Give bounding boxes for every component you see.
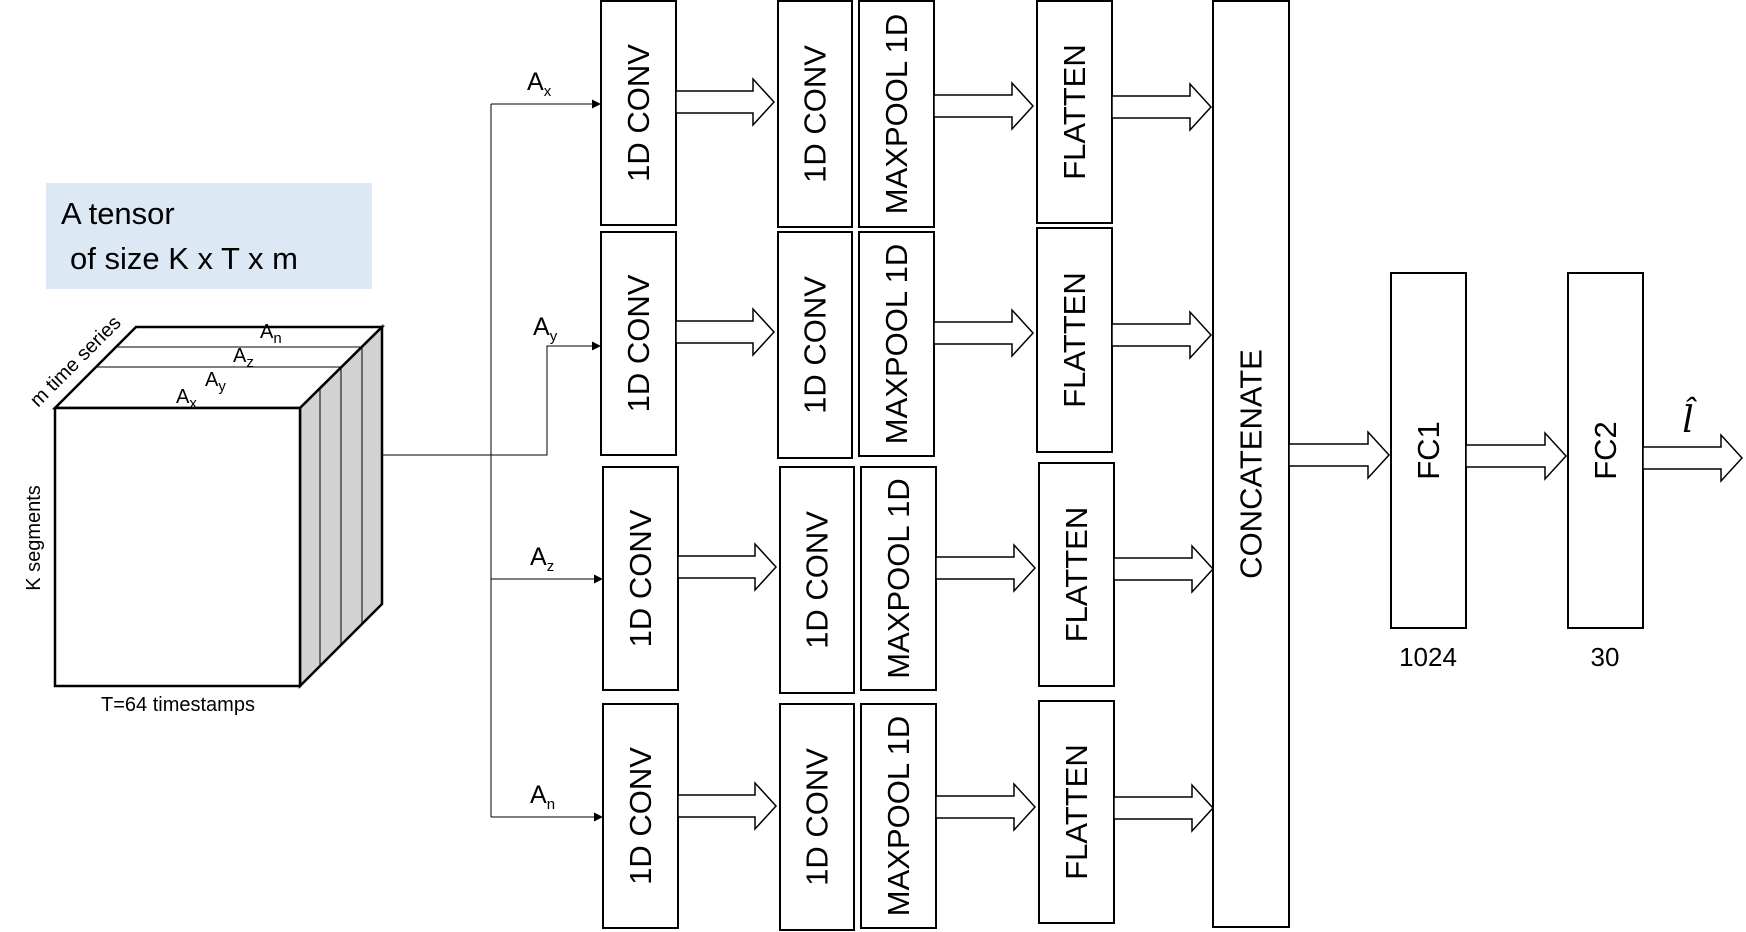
- block-arrow: [1113, 544, 1215, 594]
- branch-ax: [600, 0, 1113, 228]
- connector-ay: [491, 341, 601, 456]
- maxpool-box: [860, 703, 937, 929]
- branch-an: [602, 700, 1115, 931]
- conv2-label: 1D CONV: [798, 276, 833, 414]
- tensor-title-line1: A tensor: [61, 196, 175, 231]
- conv1-label: 1D CONV: [623, 747, 658, 885]
- maxpool-label: MAXPOOL 1D: [881, 716, 916, 916]
- concatenate-label: CONCATENATE: [1234, 349, 1269, 579]
- fc2-box: [1567, 272, 1644, 629]
- conv1-box: [602, 466, 679, 691]
- fc2-label: FC2: [1588, 421, 1623, 480]
- slice-label-az: Az: [233, 345, 254, 371]
- flatten-box: [1036, 0, 1113, 224]
- fc2-size: 30: [1591, 642, 1620, 672]
- block-arrow: [1111, 82, 1213, 132]
- fc1-label: FC1: [1411, 421, 1446, 480]
- branch-input-label-ax: Ax: [527, 68, 552, 100]
- conv2-box: [779, 466, 855, 694]
- maxpool-label: MAXPOOL 1D: [881, 478, 916, 678]
- conv1-label: 1D CONV: [621, 44, 656, 182]
- tensor-title-box: [46, 183, 372, 289]
- flatten-box: [1038, 462, 1115, 687]
- flatten-label: FLATTEN: [1059, 744, 1094, 880]
- tensor-cube: [51, 324, 386, 690]
- block-arrow: [675, 307, 776, 357]
- maxpool-box: [860, 466, 937, 691]
- tensor-title-line2: of size K x T x m: [70, 241, 298, 276]
- block-arrow: [675, 77, 776, 127]
- block-arrow: [935, 782, 1037, 832]
- conv1-label: 1D CONV: [621, 274, 656, 412]
- conv2-label: 1D CONV: [800, 748, 835, 886]
- block-arrow: [1642, 433, 1744, 483]
- branch-input-label-ay: Ay: [533, 313, 558, 345]
- width-axis-label: T=64 timestamps: [101, 694, 255, 716]
- maxpool-label: MAXPOOL 1D: [879, 244, 914, 444]
- concatenate-box: [1212, 0, 1290, 928]
- fc1-size: 1024: [1399, 642, 1457, 672]
- block-arrow: [1111, 310, 1213, 360]
- conv2-label: 1D CONV: [798, 45, 833, 183]
- branch-ay: [600, 227, 1113, 459]
- flatten-label: FLATTEN: [1057, 44, 1092, 180]
- slice-label-ax: Ax: [176, 386, 197, 412]
- conv1-box: [600, 0, 677, 226]
- conv1-box: [600, 231, 677, 456]
- flatten-box: [1036, 227, 1113, 453]
- block-arrow: [677, 781, 778, 831]
- conv2-box: [779, 703, 855, 931]
- height-axis-label: K segments: [23, 485, 45, 591]
- maxpool-box: [858, 231, 935, 457]
- block-arrow: [1113, 783, 1215, 833]
- block-arrow: [933, 308, 1035, 358]
- conv1-box: [602, 703, 679, 929]
- slice-label-ay: Ay: [205, 369, 226, 395]
- block-arrow: [1465, 431, 1568, 481]
- conv2-box: [777, 0, 853, 228]
- branch-az: [602, 462, 1115, 694]
- branch-connectors: [382, 99, 603, 822]
- conv2-box: [777, 231, 853, 459]
- cube-front-face: [53, 406, 302, 688]
- block-arrow: [935, 543, 1037, 593]
- conv2-label: 1D CONV: [800, 511, 835, 649]
- flatten-label: FLATTEN: [1059, 507, 1094, 643]
- slice-label-an: An: [260, 321, 282, 347]
- block-arrow: [933, 81, 1035, 131]
- flatten-box: [1038, 700, 1115, 924]
- flatten-label: FLATTEN: [1057, 272, 1092, 408]
- output-label: l̂: [1682, 397, 1697, 441]
- block-arrow: [677, 542, 778, 592]
- block-arrow: [1288, 430, 1391, 480]
- maxpool-label: MAXPOOL 1D: [879, 14, 914, 214]
- block-arrows: [675, 77, 1744, 833]
- branch-input-label-an: An: [530, 781, 555, 813]
- branch-input-label-az: Az: [530, 543, 554, 575]
- conv1-label: 1D CONV: [623, 509, 658, 647]
